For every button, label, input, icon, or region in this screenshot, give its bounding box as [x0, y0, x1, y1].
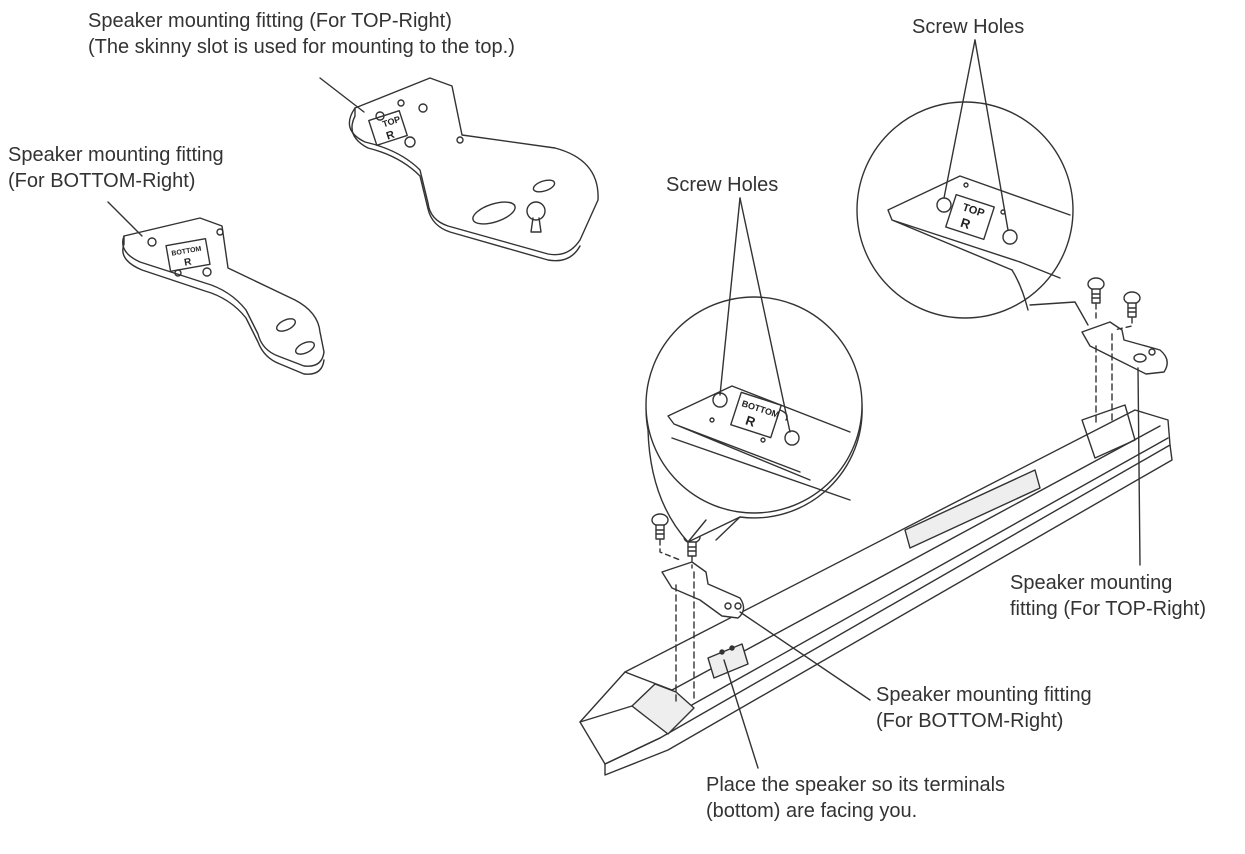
bottom-right-fitting-loose	[122, 217, 325, 375]
leader-screw-holes-left-b	[739, 197, 791, 433]
label-top-fitting-line2: (The skinny slot is used for mounting to…	[88, 36, 515, 58]
label-installed-bottom-line2: (For BOTTOM-Right)	[876, 710, 1064, 732]
label-screw-holes-right-text: Screw Holes	[912, 16, 1025, 38]
label-placement-note: Place the speaker so its terminals (bott…	[706, 772, 1005, 824]
label-installed-bottom-line1: Speaker mounting fitting	[876, 684, 1092, 706]
label-screw-holes-left-text: Screw Holes	[666, 174, 779, 196]
leader-screw-holes-right-b	[974, 39, 1009, 231]
label-placement-note-line1: Place the speaker so its terminals	[706, 774, 1006, 796]
label-top-fitting: Speaker mounting fitting (For TOP-Right)…	[88, 8, 515, 60]
plate-top-r-label: R	[385, 129, 396, 143]
magnifier-right	[856, 101, 1074, 319]
label-installed-bottom: Speaker mounting fitting (For BOTTOM-Rig…	[876, 682, 1092, 734]
installed-fitting-right	[1081, 321, 1168, 426]
screw-left-1	[651, 513, 681, 561]
installed-fitting-left	[661, 561, 745, 706]
label-installed-top-line1: Speaker mounting	[1010, 572, 1173, 594]
leader-installed-bottom	[739, 611, 871, 701]
screw-right-1	[1087, 277, 1105, 323]
leader-screw-holes-left-a	[719, 197, 741, 396]
magnifier-right-pointer	[1029, 301, 1089, 326]
screw-right-2	[1113, 291, 1141, 331]
label-screw-holes-left: Screw Holes	[666, 172, 778, 198]
leader-screw-holes-right-a	[943, 39, 976, 199]
magnifier-left	[645, 296, 863, 543]
top-right-fitting-loose	[348, 77, 599, 262]
leader-bottom-fitting	[107, 201, 143, 237]
label-installed-top: Speaker mounting fitting (For TOP-Right)	[1010, 570, 1206, 622]
label-bottom-fitting-line2: (For BOTTOM-Right)	[8, 170, 196, 192]
label-bottom-fitting: Speaker mounting fitting (For BOTTOM-Rig…	[8, 142, 224, 194]
label-bottom-fitting-line1: Speaker mounting fitting	[8, 144, 224, 166]
plate-bottom-r-label: R	[183, 256, 193, 268]
leader-placement	[723, 659, 759, 769]
leader-installed-top	[1137, 367, 1141, 566]
label-screw-holes-right: Screw Holes	[912, 14, 1024, 40]
leader-top-fitting	[319, 77, 365, 113]
speaker-body	[579, 404, 1173, 776]
label-installed-top-line2: fitting (For TOP-Right)	[1010, 598, 1206, 620]
label-placement-note-line2: (bottom) are facing you.	[706, 800, 918, 822]
label-top-fitting-line1: Speaker mounting fitting (For TOP-Right)	[88, 10, 452, 32]
